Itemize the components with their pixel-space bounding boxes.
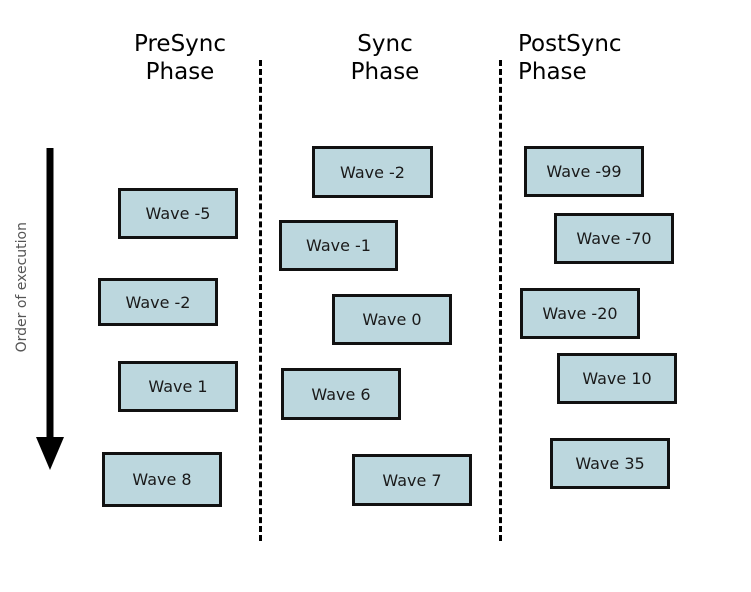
wave-box[interactable]: Wave 10 — [557, 353, 677, 404]
phase-title-postsync: PostSync Phase — [518, 31, 622, 86]
wave-box[interactable]: Wave -70 — [554, 213, 674, 264]
wave-box[interactable]: Wave 7 — [352, 454, 472, 506]
wave-box[interactable]: Wave 6 — [281, 368, 401, 420]
wave-box[interactable]: Wave -20 — [520, 288, 640, 339]
phase-divider-2 — [499, 60, 502, 541]
wave-box[interactable]: Wave -5 — [118, 188, 238, 239]
phase-title-sync: Sync Phase — [350, 31, 420, 86]
order-of-execution-label: Order of execution — [14, 222, 30, 353]
phase-title-presync: PreSync Phase — [134, 31, 226, 86]
wave-box[interactable]: Wave -99 — [524, 146, 644, 197]
wave-box[interactable]: Wave -2 — [312, 146, 433, 198]
wave-box[interactable]: Wave 0 — [332, 294, 452, 345]
wave-box[interactable]: Wave -2 — [98, 278, 218, 326]
wave-box[interactable]: Wave 8 — [102, 452, 222, 507]
wave-box[interactable]: Wave -1 — [279, 220, 398, 271]
wave-box[interactable]: Wave 1 — [118, 361, 238, 412]
wave-box[interactable]: Wave 35 — [550, 438, 670, 489]
phase-divider-1 — [259, 60, 262, 541]
order-of-execution-arrow — [36, 148, 64, 470]
